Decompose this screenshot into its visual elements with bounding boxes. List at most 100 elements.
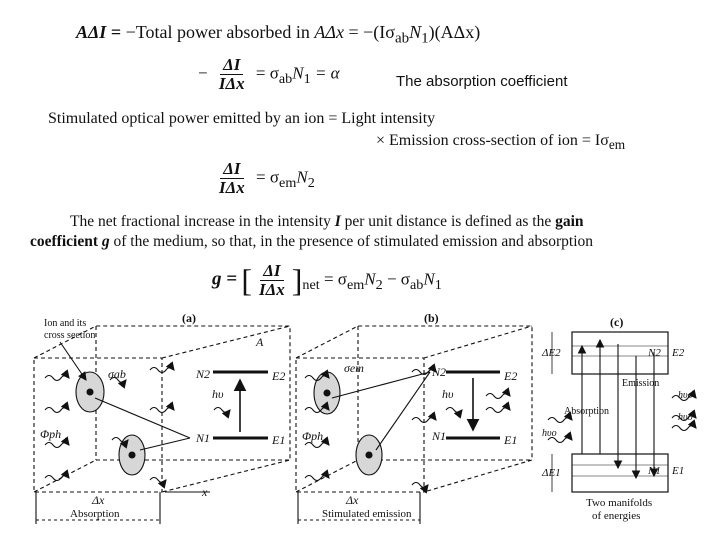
e1-b: E1 [503,433,517,447]
eq2-den: IΔx [218,74,245,93]
n2-b: N2 [431,365,446,379]
panel-b-label: (b) [424,311,439,325]
stim-right: Light intensity [341,110,436,127]
ion-label-line-1: Ion and its [44,318,86,329]
hvo-left: hυo [542,428,557,439]
n2-a: N2 [195,367,210,381]
n2-c: N2 [647,347,661,359]
para-g: g [101,233,110,250]
lower-manifold [571,453,669,493]
eq1-adx: AΔx [314,22,344,42]
stim-line2: × Emission cross-section of ion = Iσ [376,132,609,149]
panel-b-front-face [295,357,425,493]
eq2-n: N [292,63,304,83]
eq4-rhs: = σ [323,269,347,289]
eq4-lbracket: [ [241,262,252,298]
x-axis-a: x [201,485,208,499]
eq4-sub-ab: ab [409,276,424,293]
ion-label-line-2: cross section [44,330,95,341]
equation-total-power: AΔI = −Total power absorbed in AΔx = −(I… [76,22,480,48]
n1-b: N1 [431,429,446,443]
e2-c: E2 [671,347,685,359]
e2-b: E2 [503,369,517,383]
eq3-n-sub: 2 [307,174,315,191]
caption-manifolds-1: Two manifolds [586,497,652,509]
eq3-rhs: = σ [256,167,280,187]
eq3-n: N [296,167,308,187]
eq2-num: ΔI [220,56,244,75]
para-gain: gain [555,213,584,230]
e1-c: E1 [671,465,684,477]
delta-e1: ΔE1 [541,467,561,479]
panel-c-label: (c) [610,315,623,329]
eq3-sub-em: em [279,174,297,191]
energy-level-figure: (a) (b) (c) Ion and its cross section A … [33,311,697,524]
phi-ph-a: Φph [40,427,61,441]
eq4-n2: N [364,269,376,289]
caption-absorption: Absorption [70,508,120,520]
eq4-num: ΔI [260,262,284,281]
eq4-fraction: ΔI IΔx [256,262,288,299]
equation-gain: g = [ ΔI IΔx ]net = σemN2 − σabN1 [212,262,442,299]
para-p1b: per unit distance is defined as the [344,213,552,230]
eq2-sub-ab: ab [278,70,293,87]
panel-a-label: (a) [182,311,196,325]
eq4-minus: − σ [386,269,410,289]
stimulated-line-2: × Emission cross-section of ion = Iσem [376,132,625,153]
eq4-sub-em: em [346,276,365,293]
hvo-right: hυo [678,390,693,401]
para-I: I [334,213,341,230]
eq1-sub-ab: ab [394,30,410,47]
absorption-label: Absorption [564,406,609,417]
eq1-n1-sub: 1 [421,30,429,47]
hv-a: hυ [212,387,224,401]
absorption-coefficient-note: The absorption coefficient [396,73,568,90]
stim-left: Stimulated optical power emitted by an i… [48,110,338,127]
stimulated-line-1: Stimulated optical power emitted by an i… [48,110,435,128]
panel-b-box-edges [295,325,533,493]
sigma-em-label: σem [344,361,364,375]
eq1-n1: N [409,22,422,42]
eq2-fraction: ΔI IΔx [216,56,248,93]
caption-stimulated-emission: Stimulated emission [322,508,412,520]
eq1-text: −Total power absorbed in [125,22,310,42]
para-rest: of the medium, so that, in the presence … [113,233,594,250]
eq4-net: net [302,276,320,293]
eq4-n2-sub: 2 [375,276,383,293]
eq1-tail: )(AΔx) [428,22,481,42]
eq2-n-sub: 1 [303,70,311,87]
eq4-n1-sub: 1 [434,276,442,293]
eq4-rbracket: ] [291,262,303,298]
e2-a: E2 [271,369,285,383]
eq2-minus: − [198,63,208,83]
area-label: A [255,335,264,349]
sigma-ab-label: σab [108,367,126,381]
dx-a: Δx [91,493,105,507]
eq2-rhs: = σ [255,63,279,83]
eq1-rhs: = −(Iσ [348,22,395,42]
delta-e2: ΔE2 [541,347,561,359]
eq1-lhs: AΔI = [76,22,122,42]
eq3-fraction: ΔI IΔx [216,160,248,197]
hv-b: hυ [442,387,454,401]
panel-a-front-face [33,357,163,493]
eq4-den: IΔx [258,280,285,299]
n1-a: N1 [195,431,210,445]
eq3-num: ΔI [220,160,244,179]
hvo-prime: hυo' [678,412,696,423]
phi-ph-b: Φph [302,429,323,443]
upper-manifold [571,331,669,375]
caption-manifolds-2: of energies [592,510,640,522]
eq3-den: IΔx [219,178,245,197]
eq2-alpha: = α [314,63,340,83]
para-coefficient: coefficient [30,233,98,250]
eq4-g: g = [212,268,238,290]
equation-absorption: − ΔI IΔx = σabN1 = α [198,56,340,93]
n1-c: N1 [647,465,661,477]
gain-paragraph-line-2: coefficient g of the medium, so that, in… [30,231,700,252]
gain-paragraph-line-1: The net fractional increase in the inten… [70,211,690,232]
para-p1: The net fractional increase in the inten… [70,213,331,230]
panel-a-box-edges [33,325,291,493]
equation-emission: ΔI IΔx = σemN2 [212,160,315,197]
eq4-n1: N [423,269,435,289]
